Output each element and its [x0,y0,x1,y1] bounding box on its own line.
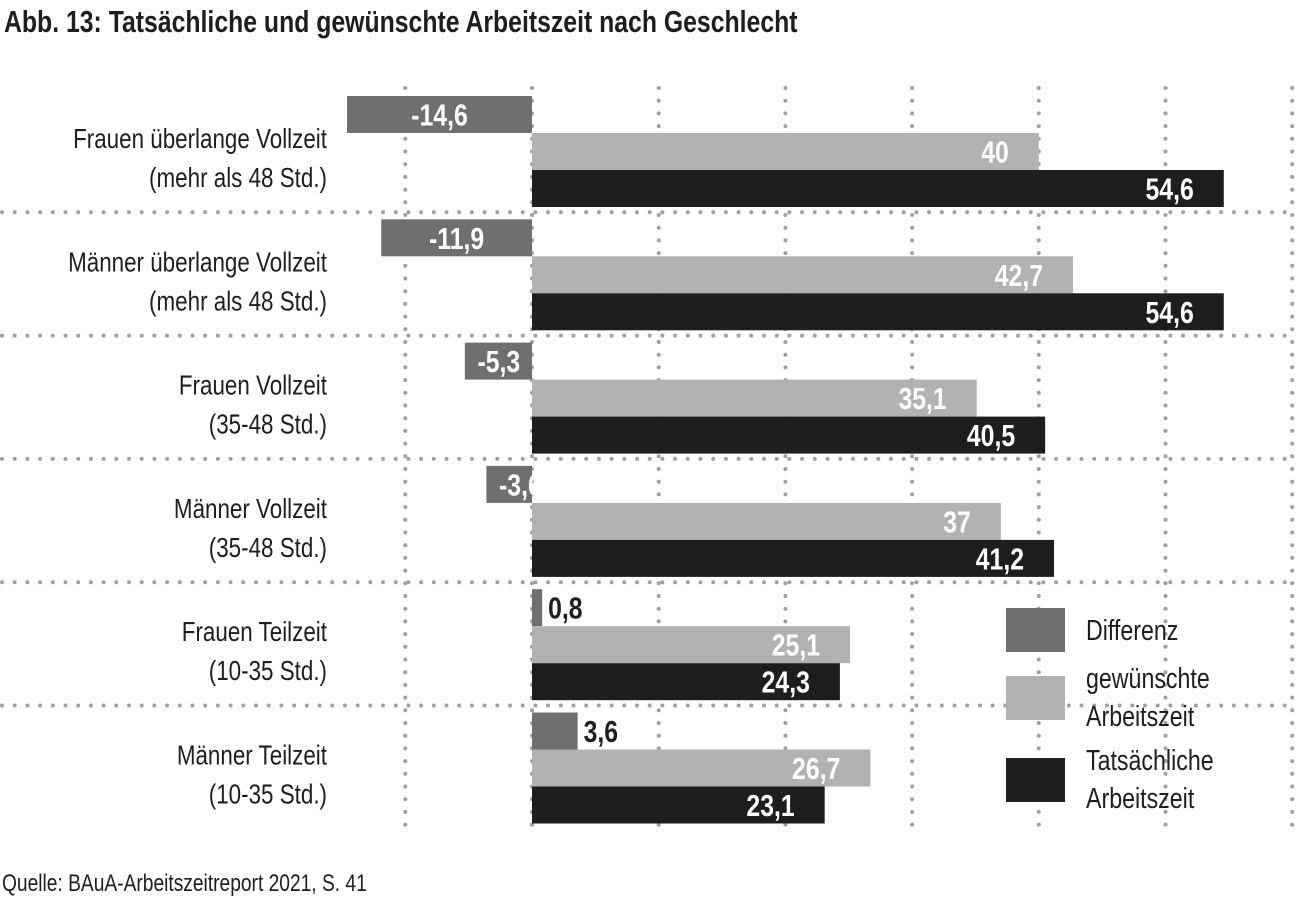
legend-label: gewünschte [1086,661,1210,694]
data-label: 3,6 [584,714,618,748]
chart-title: Abb. 13: Tatsächliche und gewünschte Arb… [4,4,798,38]
bar-gewünschte-arbeitszeit [532,502,1001,540]
bar-tatsächliche-arbeitszeit [532,170,1224,207]
category-label: Frauen Teilzeit [182,617,327,648]
legend-label: Arbeitszeit [1086,699,1195,732]
category-label: (mehr als 48 Std.) [149,286,327,317]
category-label: (35-48 Std.) [209,533,327,564]
bar-gewünschte-arbeitszeit [532,626,851,664]
bar-differenz [532,589,543,627]
bar-tatsächliche-arbeitszeit [532,663,840,701]
bar-tatsächliche-arbeitszeit [532,539,1055,577]
bar-gewünschte-arbeitszeit [532,133,1039,170]
legend-swatch [1006,608,1065,652]
bar-gewünschte-arbeitszeit [532,379,977,417]
data-label: 23,1 [746,788,794,822]
bar-differenz [486,465,532,503]
category-label: (mehr als 48 Std.) [149,163,327,194]
category-label: Männer Vollzeit [174,494,327,525]
data-label: 54,6 [1146,295,1194,329]
bar-gewünschte-arbeitszeit [532,749,871,787]
data-label: 37 [943,505,971,539]
data-label: 40,5 [967,418,1015,452]
legend-label: Tatsächliche [1086,743,1214,776]
data-label: 42,7 [995,258,1043,292]
category-label: Frauen überlange Vollzeit [73,124,327,155]
data-label: 26,7 [792,751,840,785]
legend-swatch [1006,758,1065,802]
bar-tatsächliche-arbeitszeit [532,786,825,824]
data-label: 54,6 [1146,172,1194,206]
category-label: Männer überlange Vollzeit [68,247,327,278]
legend-label: Differenz [1086,613,1178,646]
category-label: Frauen Vollzeit [179,370,327,401]
data-label: 35,1 [898,381,946,415]
legend-label: Arbeitszeit [1086,781,1195,814]
chart-source: Quelle: BAuA-Arbeitszeitreport 2021, S. … [2,869,367,897]
bar-differenz [347,96,532,133]
data-label: 25,1 [772,628,820,662]
bar-differenz [532,712,578,750]
category-label: (10-35 Std.) [209,656,327,687]
bar-tatsächliche-arbeitszeit [532,293,1224,331]
bar-tatsächliche-arbeitszeit [532,416,1046,454]
category-label: Männer Teilzeit [177,740,327,771]
data-label: 24,3 [762,665,810,699]
bar-differenz [464,342,532,380]
data-label: 41,2 [976,542,1024,576]
bar-gewünschte-arbeitszeit [532,256,1074,294]
data-label: 40 [981,135,1009,169]
category-label: (10-35 Std.) [209,779,327,810]
data-label: -11,9 [429,221,484,255]
legend-swatch [1006,676,1065,720]
category-label: (35-48 Std.) [209,409,327,440]
bar-differenz [381,219,532,257]
data-label: 0,8 [548,591,582,625]
data-label: -14,6 [411,98,468,132]
data-label: -5,3 [477,344,520,378]
data-label: -3,6 [499,468,542,502]
